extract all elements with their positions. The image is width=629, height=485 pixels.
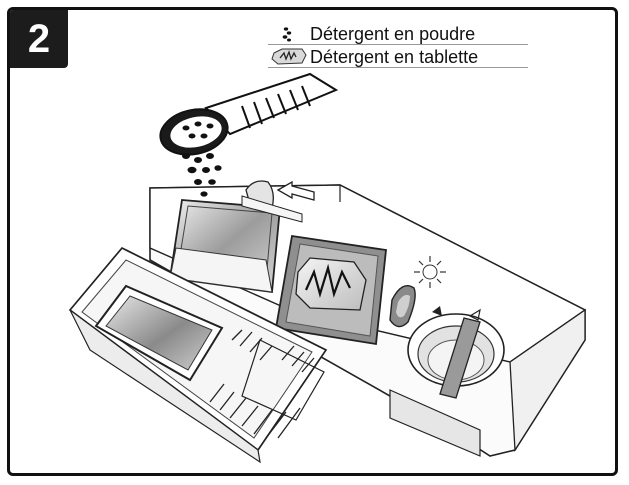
detergent-tablet	[295, 257, 367, 311]
tablet-compartment	[274, 234, 387, 346]
legend-item-tablet: Détergent en tablette	[268, 47, 528, 68]
legend-item-powder: Détergent en poudre	[268, 24, 528, 45]
lid-latch	[241, 180, 303, 223]
close-arrow-icon	[468, 308, 481, 321]
powder-icon	[268, 24, 310, 44]
open-arrow-icon	[432, 306, 442, 316]
rinse-level-window	[389, 285, 416, 328]
sun-icon	[414, 256, 446, 288]
legend-label-powder: Détergent en poudre	[310, 24, 476, 44]
instruction-panel: 2 Détergent en poudre Détergent en t	[7, 7, 618, 476]
step-number: 2	[27, 16, 51, 61]
tablet-icon	[268, 47, 310, 67]
dispenser-illustration	[68, 72, 587, 464]
falling-powder	[182, 153, 222, 197]
legend-label-tablet: Détergent en tablette	[310, 47, 479, 67]
step-number-badge: 2	[10, 10, 68, 68]
powder-compartment	[168, 199, 281, 294]
measuring-scoop	[159, 72, 339, 156]
rinse-aid-cap	[407, 306, 505, 399]
dispenser-lid	[68, 246, 328, 464]
push-arrow-icon	[276, 180, 315, 201]
legend: Détergent en poudre Détergent en tablett…	[268, 24, 528, 70]
